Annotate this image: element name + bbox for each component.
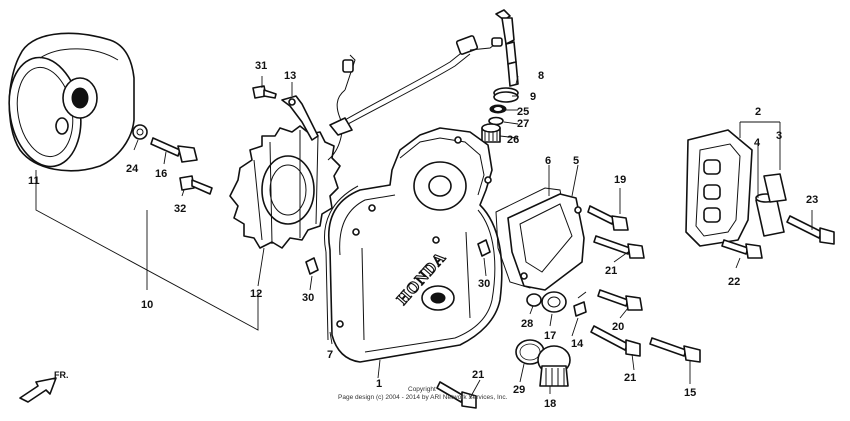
- timing-hole-cap-17[interactable]: [541, 291, 567, 313]
- callout-7: 7: [327, 349, 333, 361]
- callout-22: 22: [728, 276, 740, 288]
- callout-30-a: 30: [302, 292, 314, 304]
- flywheel[interactable]: [1, 32, 135, 172]
- callout-25: 25: [517, 106, 529, 118]
- callout-17: 17: [544, 330, 556, 342]
- callout-labels: 1 2 3 4 5 6 7 8 9 10 11 12 13 14 15 16 1…: [28, 60, 818, 410]
- chain-guard-2[interactable]: [685, 129, 753, 247]
- callout-3: 3: [776, 130, 782, 142]
- callout-11: 11: [28, 175, 40, 187]
- dowel-pin-30b[interactable]: [477, 239, 491, 257]
- plug-14[interactable]: [573, 291, 587, 317]
- callout-32: 32: [174, 203, 186, 215]
- bolt-15[interactable]: [649, 337, 701, 363]
- callout-23: 23: [806, 194, 818, 206]
- o-ring-28[interactable]: [526, 293, 542, 307]
- callout-1: 1: [376, 378, 382, 390]
- callout-5: 5: [573, 155, 579, 167]
- cover-gasket[interactable]: [324, 185, 359, 341]
- callout-30-b: 30: [478, 278, 490, 290]
- bolt-21b[interactable]: [590, 325, 641, 357]
- callout-19: 19: [614, 174, 626, 186]
- callout-6: 6: [545, 155, 551, 167]
- bolt-21c[interactable]: [436, 381, 477, 409]
- callout-9: 9: [530, 91, 536, 103]
- callout-13: 13: [284, 70, 296, 82]
- bolt-22[interactable]: [721, 239, 763, 259]
- callout-21-c: 21: [472, 369, 484, 381]
- crankcase-cover[interactable]: HONDA: [328, 127, 503, 363]
- collar-26[interactable]: [481, 123, 501, 143]
- callout-29: 29: [513, 384, 525, 396]
- bolt-19[interactable]: [587, 205, 629, 231]
- rubber-3[interactable]: [763, 173, 787, 203]
- clamp-bolt[interactable]: [252, 85, 277, 99]
- callout-10: 10: [141, 299, 153, 311]
- washer-24[interactable]: [132, 124, 148, 140]
- copyright-line-1: Copyright: [408, 386, 436, 393]
- callout-14: 14: [571, 338, 584, 350]
- callout-2: 2: [755, 106, 761, 118]
- bolt-20[interactable]: [597, 289, 643, 311]
- wire-harness[interactable]: [329, 35, 503, 136]
- callout-26: 26: [507, 134, 519, 146]
- side-cover-5[interactable]: [507, 193, 585, 291]
- leader-lines: [35, 75, 813, 399]
- callout-21-a: 21: [605, 265, 617, 277]
- callout-20: 20: [612, 321, 624, 333]
- o-ring-25[interactable]: [489, 104, 507, 114]
- callout-12: 12: [250, 288, 262, 300]
- wire-clamp[interactable]: [281, 95, 319, 141]
- callout-21-b: 21: [624, 372, 636, 384]
- bolt-23[interactable]: [786, 215, 835, 245]
- o-ring-29[interactable]: [515, 339, 545, 365]
- callout-8: 8: [538, 70, 544, 82]
- front-arrow-icon: [19, 377, 57, 403]
- copyright-notice: Copyright Page design (c) 2004 - 2014 by…: [338, 386, 508, 401]
- callout-15: 15: [684, 387, 696, 399]
- callout-4: 4: [754, 137, 761, 149]
- callout-27: 27: [517, 118, 529, 130]
- dowel-pin-30a[interactable]: [305, 257, 319, 275]
- front-direction-indicator: FR.: [19, 370, 69, 403]
- flywheel-bolt-16[interactable]: [150, 137, 198, 163]
- grommet[interactable]: [493, 87, 519, 103]
- stator[interactable]: [229, 89, 346, 249]
- callout-28: 28: [521, 318, 533, 330]
- bolt-21a[interactable]: [593, 235, 645, 259]
- bolt-32[interactable]: [179, 175, 213, 195]
- front-label: FR.: [54, 370, 69, 380]
- callout-18: 18: [544, 398, 556, 410]
- crankshaft-hole-cap-18[interactable]: [537, 345, 571, 387]
- callout-24: 24: [126, 163, 139, 175]
- pulse-generator-lead[interactable]: [495, 9, 519, 87]
- copyright-line-2: Page design (c) 2004 - 2014 by ARI Netwo…: [338, 394, 508, 401]
- callout-16: 16: [155, 168, 167, 180]
- callout-31: 31: [255, 60, 267, 72]
